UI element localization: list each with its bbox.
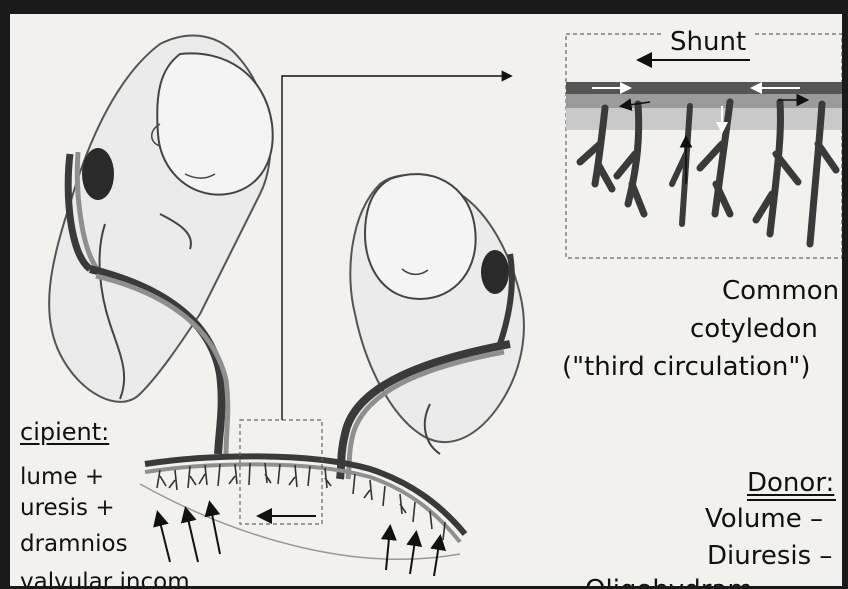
third-circulation-label: ("third circulation") — [562, 352, 810, 382]
donor-inflow-arrows — [386, 528, 440, 576]
diagram-page: Shunt Common cotyledon ("third circulati… — [10, 14, 842, 586]
recipient-diuresis: uresis + — [20, 495, 115, 521]
shunt-label: Shunt — [664, 27, 752, 57]
recipient-volume: lume + — [20, 464, 104, 490]
donor-diuresis: Diuresis – — [707, 541, 832, 571]
donor-volume: Volume – — [705, 504, 823, 534]
donor-head — [365, 174, 476, 299]
recipient-inflow-arrows — [158, 504, 220, 562]
placental-villi — [157, 463, 445, 540]
recipient-heart — [82, 148, 114, 200]
twin-transfusion-diagram — [10, 14, 842, 586]
donor-fetus — [350, 174, 524, 454]
recipient-fetus — [49, 36, 273, 402]
common-cotyledon-label-line1: Common — [722, 276, 839, 306]
recipient-head — [157, 53, 273, 194]
cotyledon-inset — [566, 34, 842, 258]
donor-title: Donor: — [747, 468, 834, 498]
common-cotyledon-label-line2: cotyledon — [690, 314, 818, 344]
recipient-hydramnios: dramnios — [20, 531, 128, 557]
recipient-title: cipient: — [20, 418, 109, 446]
donor-oligohydramnios: Oligohydram — [585, 575, 753, 586]
recipient-valvular: valvular incom — [20, 569, 190, 586]
donor-heart — [481, 250, 509, 294]
